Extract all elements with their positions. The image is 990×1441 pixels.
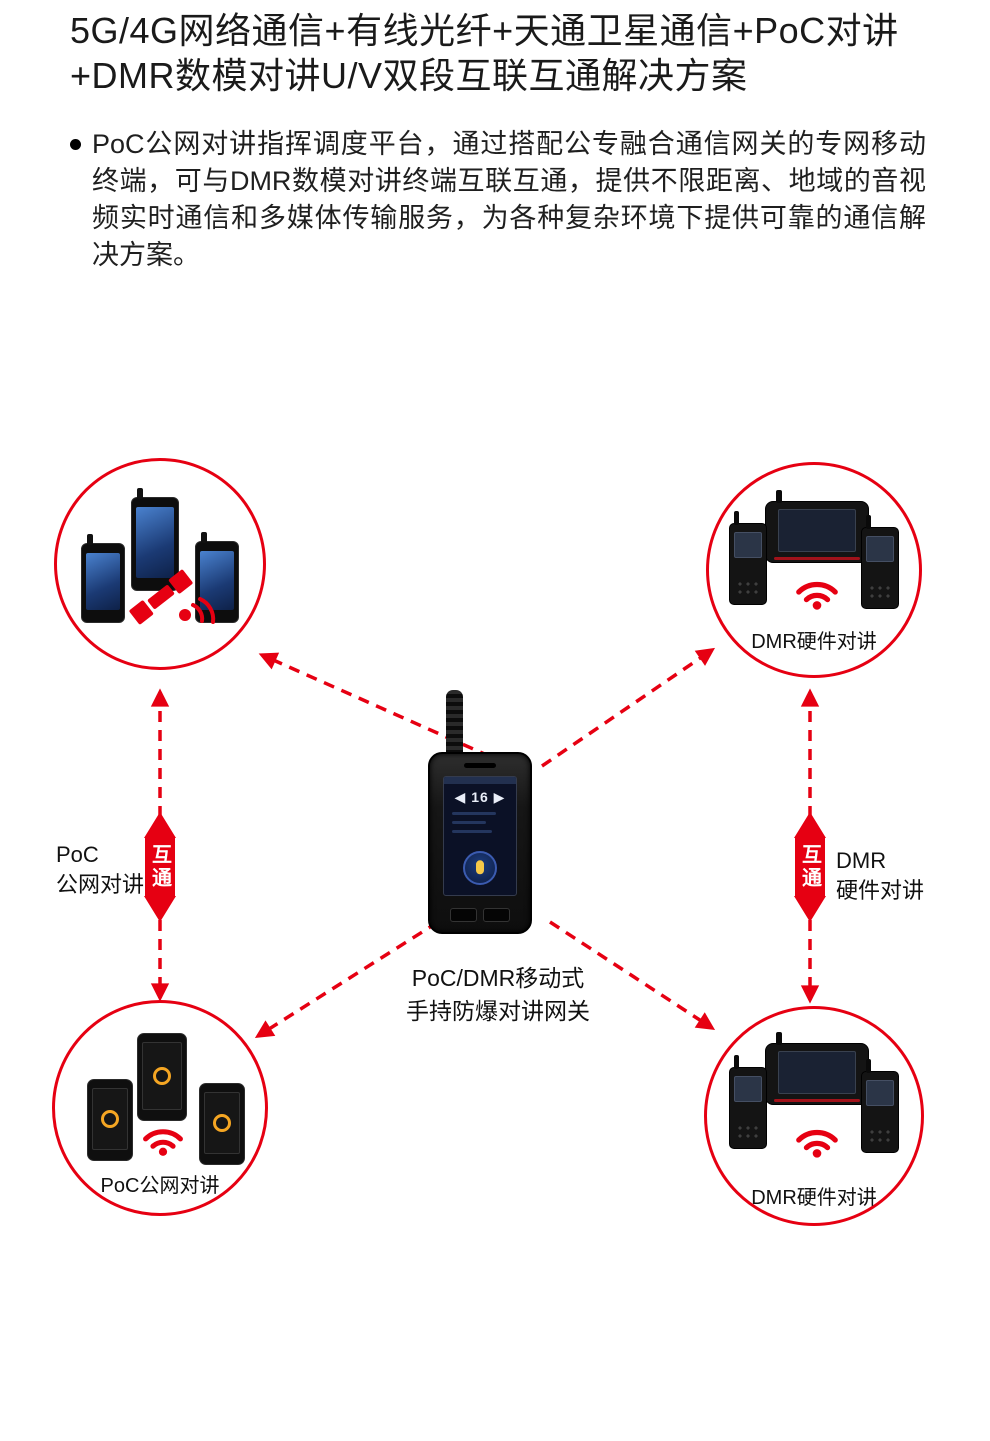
phone-screen — [136, 507, 174, 578]
node-label: PoC公网对讲 — [100, 1175, 220, 1197]
page-title: 5G/4G网络通信+有线光纤+天通卫星通信+PoC对讲 +DMR数模对讲U/V双… — [70, 8, 899, 98]
phone-screen — [92, 1088, 128, 1150]
handheld-radio — [861, 515, 899, 609]
gateway-label-line-1: PoC/DMR移动式 — [411, 965, 585, 991]
device-keys — [450, 908, 510, 922]
screen-line — [452, 821, 486, 824]
satellite-phone — [81, 534, 125, 623]
speaker-ring — [213, 1114, 231, 1132]
ptt-mic-button — [463, 851, 497, 885]
mobile-radio — [765, 1032, 869, 1105]
node-dmr-top: DMR硬件对讲 — [706, 462, 922, 678]
right-link-line-2: 硬件对讲 — [836, 878, 925, 903]
node-poc-public: PoC公网对讲 — [52, 1000, 268, 1216]
phone-screen — [204, 1092, 240, 1154]
satellite-phone — [131, 488, 179, 591]
radio-screen — [866, 1080, 894, 1106]
radio-screen — [734, 532, 762, 558]
left-link-label: PoC 公网对讲 — [56, 840, 144, 900]
device-screen: ◀ 16 ▶ — [443, 776, 517, 896]
right-link-line-1: DMR — [836, 848, 887, 873]
node-dmr-bottom: DMR硬件对讲 — [704, 1006, 924, 1226]
gateway-label-line-2: 手持防爆对讲网关 — [406, 998, 590, 1024]
interlink-badge-right: 互通 — [795, 838, 825, 896]
key — [450, 908, 477, 922]
radio-screen — [734, 1076, 762, 1102]
earpiece — [464, 763, 496, 768]
speaker-ring — [153, 1067, 171, 1085]
device-body: ◀ 16 ▶ — [428, 752, 532, 934]
wifi-icon — [796, 1129, 838, 1158]
gateway-label: PoC/DMR移动式 手持防爆对讲网关 — [378, 962, 618, 1028]
poc-phone — [87, 1079, 133, 1161]
title-line-2: +DMR数模对讲U/V双段互联互通解决方案 — [70, 55, 748, 96]
mobile-radio — [765, 490, 869, 563]
left-link-line-1: PoC — [56, 842, 99, 867]
screen-line — [452, 830, 492, 833]
phone-screen — [86, 553, 120, 610]
key — [483, 908, 510, 922]
satellite-icon — [129, 569, 216, 625]
node-label: DMR硬件对讲 — [751, 631, 877, 653]
poc-phone — [137, 1033, 187, 1121]
handheld-radio — [729, 1055, 767, 1149]
handheld-radio — [861, 1059, 899, 1153]
status-bar — [444, 777, 516, 784]
bullet-dot — [70, 139, 81, 150]
intro-text: PoC公网对讲指挥调度平台，通过搭配公专融合通信网关的专网移动终端，可与DMR数… — [92, 129, 926, 270]
wifi-icon — [796, 581, 838, 610]
speaker-ring — [101, 1110, 119, 1128]
screen-channel-value: ◀ 16 ▶ — [454, 789, 506, 805]
radio-screen — [866, 536, 894, 562]
radio-accent — [774, 1099, 860, 1102]
radio-screen — [778, 509, 856, 552]
left-link-line-2: 公网对讲 — [56, 872, 145, 897]
screen-line — [452, 812, 496, 815]
arrow-to-top-right — [541, 647, 716, 768]
handheld-radio — [729, 511, 767, 605]
radio-screen — [778, 1051, 856, 1094]
title-line-1: 5G/4G网络通信+有线光纤+天通卫星通信+PoC对讲 — [70, 10, 899, 51]
node-label: DMR硬件对讲 — [751, 1187, 877, 1209]
radio-accent — [774, 557, 860, 560]
poc-phone — [199, 1083, 245, 1165]
right-link-label: DMR 硬件对讲 — [836, 846, 924, 906]
intro-paragraph: PoC公网对讲指挥调度平台，通过搭配公专融合通信网关的专网移动终端，可与DMR数… — [68, 126, 926, 274]
gateway-device: ◀ 16 ▶ — [428, 690, 532, 940]
wifi-icon — [143, 1129, 183, 1156]
antenna — [446, 690, 463, 760]
phone-screen — [142, 1042, 182, 1110]
interlink-badge-left: 互通 — [145, 838, 175, 896]
node-satellite-poc — [54, 458, 266, 670]
